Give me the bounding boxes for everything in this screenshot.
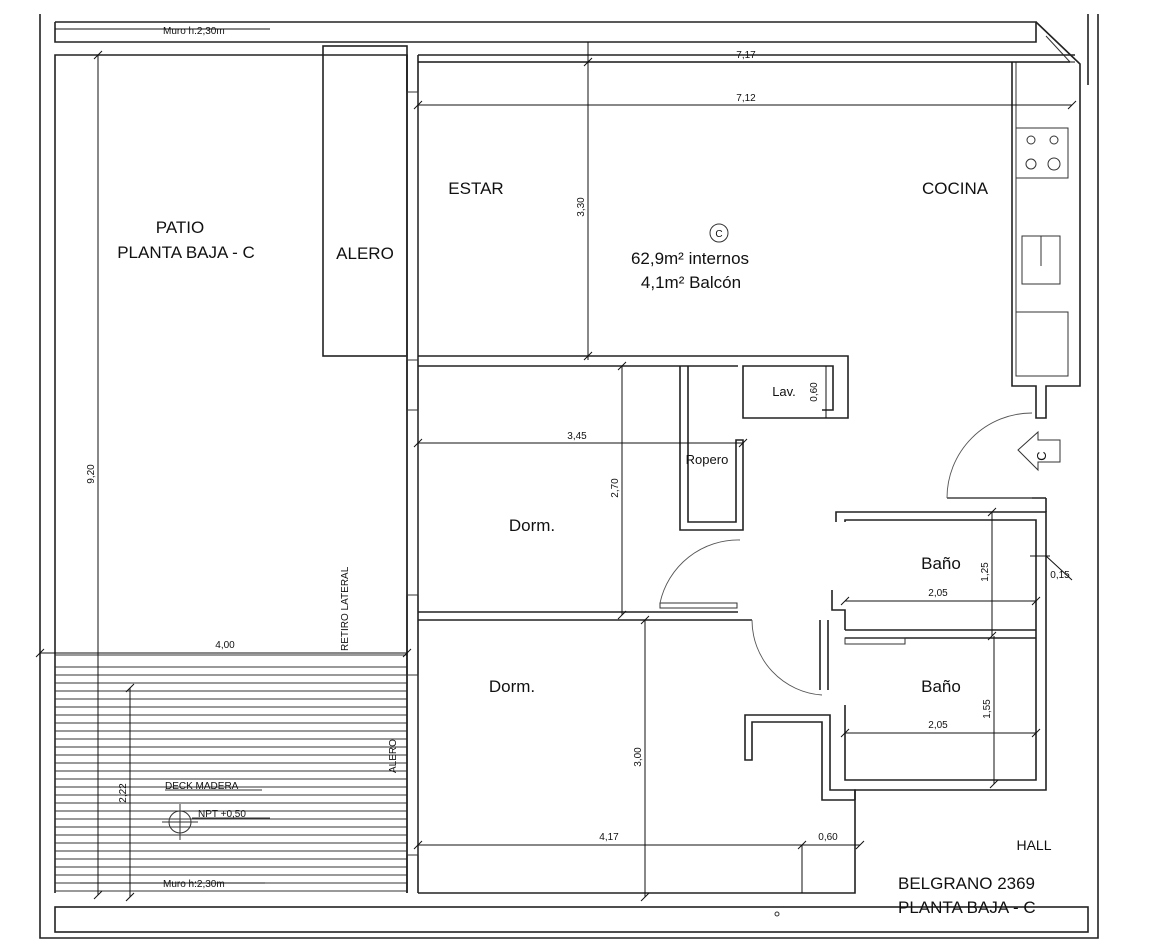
dim-125: 1,25 <box>980 562 991 582</box>
dim-417: 4,17 <box>599 832 619 843</box>
dimension-lines <box>40 28 1075 897</box>
room-dorm1-label: Dorm. <box>509 516 555 535</box>
dim-345: 3,45 <box>567 431 587 442</box>
patio-floor-label: PLANTA BAJA - C <box>117 243 255 262</box>
title-address: BELGRANO 2369 <box>898 874 1035 893</box>
room-bano1-label: Baño <box>921 554 961 573</box>
patio-label: PATIO <box>156 218 205 237</box>
npt-label: NPT +0,50 <box>198 809 246 820</box>
bottom-wall-label: Muro h:2,30m <box>163 879 225 890</box>
door-swings <box>659 412 1033 696</box>
dim-920: 9,20 <box>86 464 97 484</box>
dim-060-lower: 0,60 <box>818 832 838 843</box>
dim-712: 7,12 <box>736 93 756 104</box>
outer-boundary <box>39 14 1099 939</box>
room-cocina-label: COCINA <box>922 179 989 198</box>
room-lav-label: Lav. <box>772 384 796 399</box>
dim-060-lav: 0,60 <box>809 382 820 402</box>
room-ropero-label: Ropero <box>686 452 729 467</box>
dim-205-lower: 2,05 <box>928 720 948 731</box>
entry-marker-label: C <box>1034 451 1049 460</box>
bottom-boundary-wall <box>54 906 1089 933</box>
npt-marker <box>162 789 270 840</box>
apartment-walls <box>406 54 1081 894</box>
entry-arrow <box>1017 430 1061 472</box>
kitchen-appliances <box>1015 127 1069 377</box>
reference-dot <box>774 911 780 917</box>
top-wall-label: Muro h:2,30m <box>163 26 225 37</box>
retiro-lateral-label: RETIRO LATERAL <box>340 566 351 651</box>
deck-boards <box>55 666 407 892</box>
dim-300: 3,00 <box>633 747 644 767</box>
dim-330: 3,30 <box>576 197 587 217</box>
unit-area-internal: 62,9m² internos <box>631 249 749 268</box>
dim-270: 2,70 <box>610 478 621 498</box>
title-unit: PLANTA BAJA - C <box>898 898 1036 917</box>
dim-400: 4,00 <box>215 640 235 651</box>
room-bano2-label: Baño <box>921 677 961 696</box>
dim-717: 7,17 <box>736 50 756 61</box>
dim-155: 1,55 <box>982 699 993 719</box>
unit-marker-circle <box>709 223 729 243</box>
room-dorm2-label: Dorm. <box>489 677 535 696</box>
alero-upper-label: ALERO <box>336 244 394 263</box>
room-estar-label: ESTAR <box>448 179 503 198</box>
dim-222: 2,22 <box>118 783 129 803</box>
dim-015: 0,15 <box>1050 570 1070 581</box>
unit-area-balcony: 4,1m² Balcón <box>641 273 741 292</box>
alero-lower-label: ALERO <box>388 739 399 773</box>
patio-outline <box>54 54 408 893</box>
unit-marker-label: C <box>715 229 722 240</box>
top-boundary-wall <box>54 21 1081 110</box>
dimension-ticks <box>35 50 1077 902</box>
dim-205-upper: 2,05 <box>928 588 948 599</box>
room-hall-label: HALL <box>1016 837 1051 853</box>
alero-upper-outline <box>322 45 408 357</box>
deck-label: DECK MADERA <box>165 781 239 792</box>
